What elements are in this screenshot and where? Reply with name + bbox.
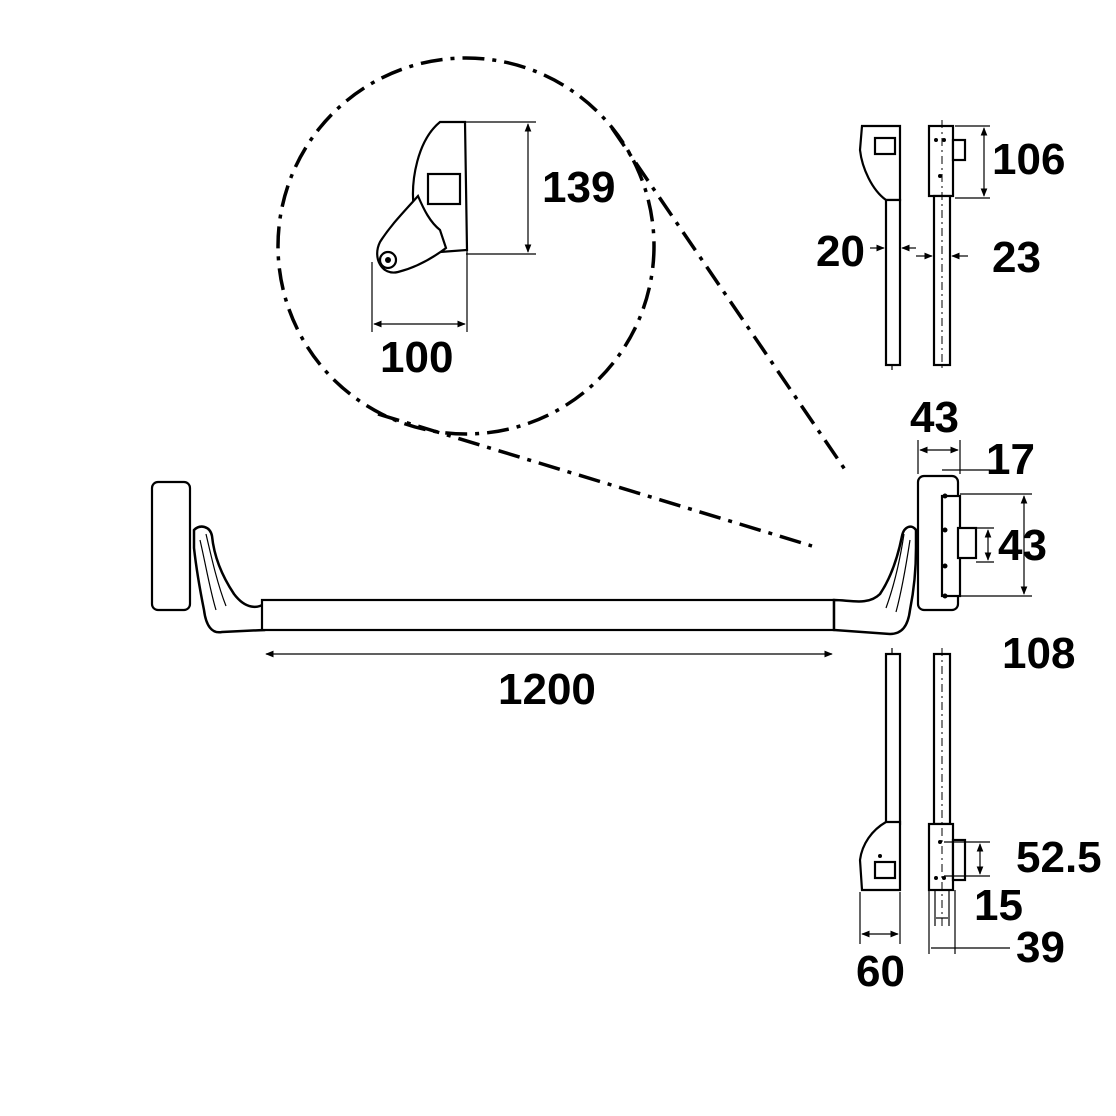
dimension-label-100: 100 bbox=[380, 333, 453, 382]
top-rod-front-view bbox=[927, 120, 967, 370]
dimension-23: 23 bbox=[916, 233, 1041, 282]
dimension-139: 139 bbox=[466, 121, 615, 255]
dimension-label-43-side: 43 bbox=[998, 521, 1047, 570]
detail-zoom-view: 139 100 bbox=[276, 56, 850, 548]
bottom-rod-side-view bbox=[858, 648, 902, 892]
dimension-label-52-5: 52.5 bbox=[1016, 833, 1102, 882]
dimension-label-139: 139 bbox=[542, 163, 615, 212]
bottom-rod-front-view bbox=[927, 648, 967, 930]
dimension-label-106: 106 bbox=[992, 135, 1065, 184]
dimension-label-60: 60 bbox=[856, 947, 905, 996]
dimension-label-43-top: 43 bbox=[910, 393, 959, 442]
top-rod-side-view bbox=[858, 124, 902, 370]
dimension-label-1200: 1200 bbox=[498, 665, 596, 714]
dimension-60: 60 bbox=[856, 892, 905, 996]
dimension-label-15: 15 bbox=[974, 881, 1023, 930]
dimension-15: 15 bbox=[934, 881, 1023, 930]
dimension-1200: 1200 bbox=[265, 650, 833, 714]
zoom-leader-lower bbox=[377, 412, 813, 548]
crossbar bbox=[260, 598, 836, 632]
detail-lever-housing bbox=[376, 120, 469, 274]
right-end-case bbox=[916, 474, 978, 612]
dimension-17: 17 bbox=[942, 435, 1035, 484]
dimension-39: 39 bbox=[928, 890, 1065, 972]
dimension-label-108: 108 bbox=[1002, 629, 1075, 678]
left-end-case bbox=[150, 480, 192, 612]
dimension-43-side: 43 bbox=[976, 521, 1047, 570]
detail-circle bbox=[276, 56, 656, 436]
dimension-20: 20 bbox=[816, 227, 916, 276]
left-lever bbox=[192, 525, 266, 634]
dimension-106: 106 bbox=[955, 125, 1065, 199]
dimension-label-17: 17 bbox=[986, 435, 1035, 484]
dimension-label-23: 23 bbox=[992, 233, 1041, 282]
zoom-leader-upper bbox=[610, 127, 850, 475]
right-lever bbox=[832, 525, 918, 636]
dimension-label-39: 39 bbox=[1016, 923, 1065, 972]
dimension-43-top: 43 bbox=[910, 393, 961, 474]
dimension-100: 100 bbox=[371, 250, 468, 382]
dimension-108: 108 bbox=[960, 493, 1075, 678]
dimension-label-20: 20 bbox=[816, 227, 865, 276]
dimension-52-5: 52.5 bbox=[944, 833, 1102, 882]
